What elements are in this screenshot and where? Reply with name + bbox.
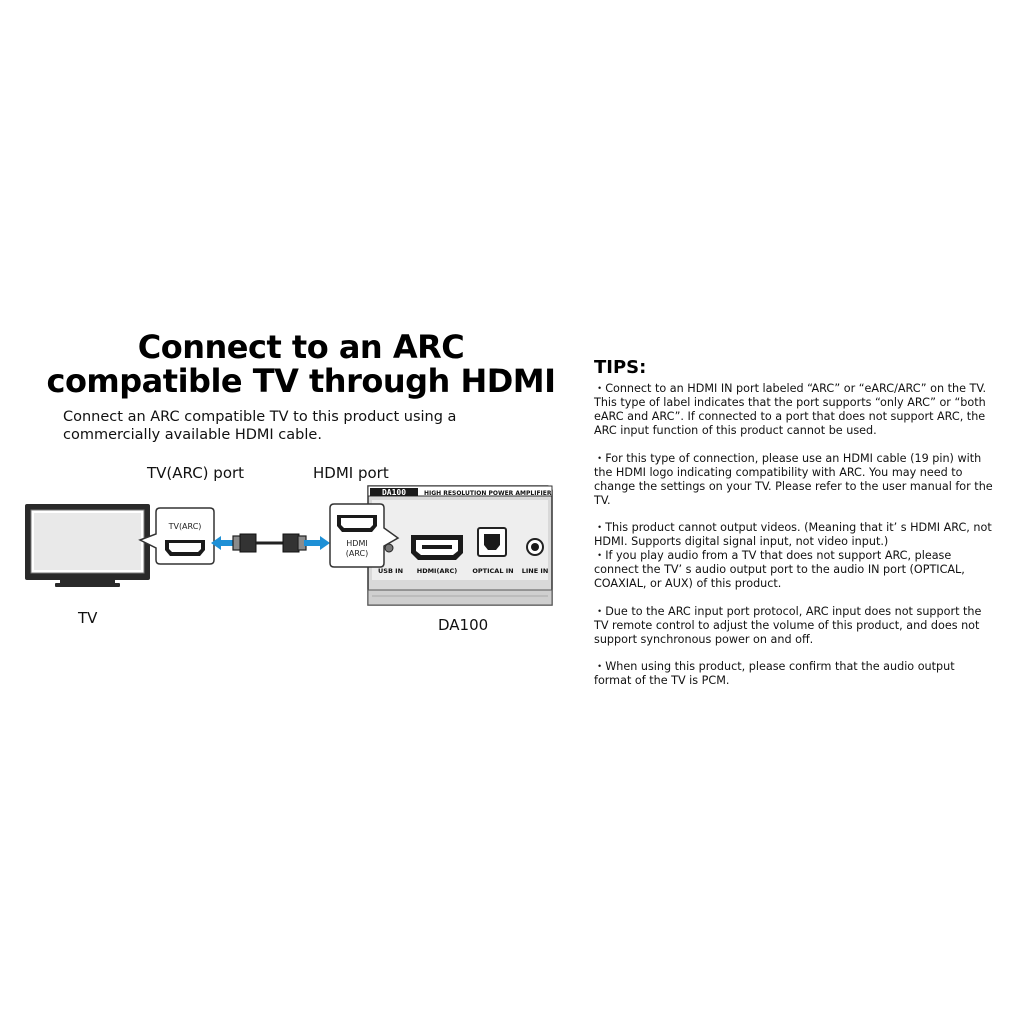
hdmi-port-label: HDMI port <box>313 464 389 482</box>
tip-item: ・For this type of connection, please use… <box>594 451 993 507</box>
page-title: Connect to an ARC compatible TV through … <box>40 330 562 398</box>
line-in-label: LINE IN <box>522 567 549 575</box>
line-in-jack-icon <box>526 538 544 556</box>
hdmi-callout-tag-line-1: HDMI <box>346 539 367 548</box>
hdmi-port-icon <box>165 540 205 556</box>
connection-diagram: TV(ARC) DA100 HIGH RESOLUTION POWER AMPL… <box>25 485 553 606</box>
optical-in-label: OPTICAL IN <box>472 567 513 575</box>
tv-illustration <box>25 504 150 587</box>
tv-arc-port-callout: TV(ARC) <box>138 507 215 565</box>
tip-item: ・Due to the ARC input port protocol, ARC… <box>594 604 982 646</box>
hdmi-cable <box>211 533 330 553</box>
usb-in-label: USB IN <box>378 567 403 575</box>
title-line-1: Connect to an ARC <box>137 328 465 366</box>
device-banner: HIGH RESOLUTION POWER AMPLIFIER <box>424 490 552 497</box>
tips-list: ・Connect to an HDMI IN port labeled “ARC… <box>594 382 994 702</box>
intro-text: Connect an ARC compatible TV to this pro… <box>63 409 457 443</box>
device-logo: DA100 <box>382 488 406 497</box>
tips-title: TIPS: <box>594 357 647 378</box>
device-label: DA100 <box>438 616 489 634</box>
right-arrow-icon <box>320 536 330 550</box>
da100-device: DA100 HIGH RESOLUTION POWER AMPLIFIER US… <box>367 485 553 606</box>
tip-item: ・When using this product, please confirm… <box>594 660 955 687</box>
hdmi-port-callout: HDMI (ARC) <box>329 503 400 568</box>
left-arrow-icon <box>211 536 221 550</box>
tv-label: TV <box>78 609 98 627</box>
tv-arc-port-label: TV(ARC) port <box>147 464 245 482</box>
title-line-2: compatible TV through HDMI <box>46 362 556 400</box>
tip-item: ・This product cannot output videos. (Mea… <box>594 521 992 548</box>
hdmi-arc-panel-label: HDMI(ARC) <box>417 567 457 575</box>
tip-item: ・Connect to an HDMI IN port labeled “ARC… <box>594 382 987 437</box>
hdmi-callout-port-icon <box>337 515 377 532</box>
hdmi-arc-port-icon <box>411 535 463 560</box>
hdmi-callout-tag-line-2: (ARC) <box>346 549 368 558</box>
tip-item: ・If you play audio from a TV that does n… <box>594 549 965 590</box>
optical-port-icon <box>477 527 507 557</box>
tv-arc-port-tag: TV(ARC) <box>168 522 202 531</box>
